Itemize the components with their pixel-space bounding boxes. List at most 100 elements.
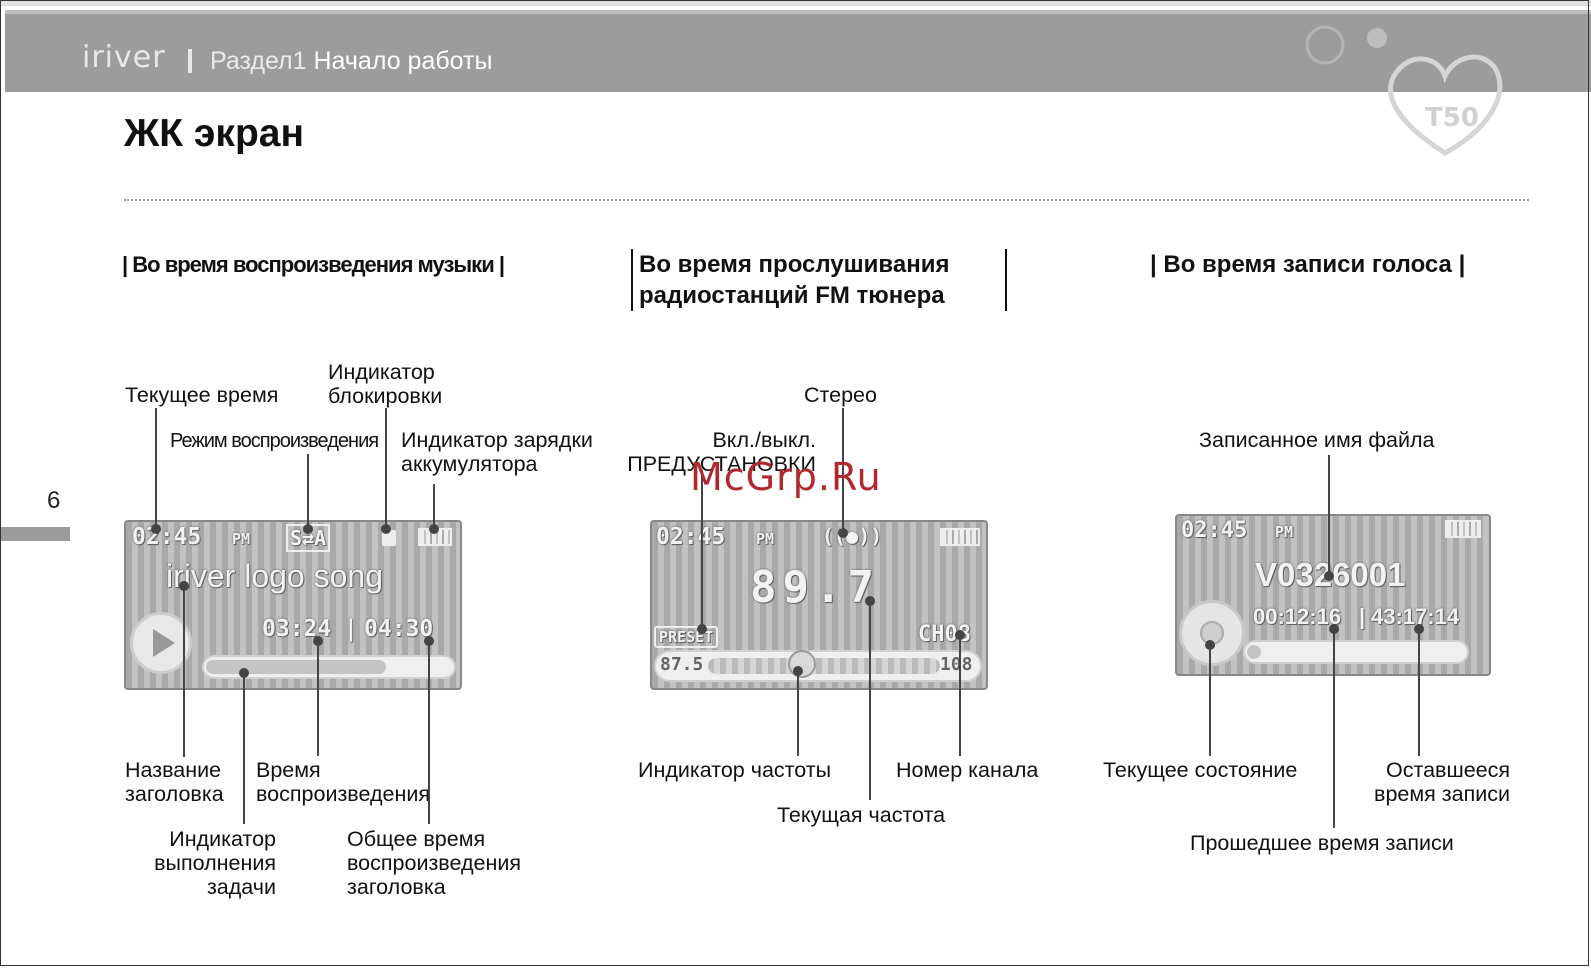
fm-min-freq: 87.5 bbox=[660, 654, 704, 675]
top-strip bbox=[0, 0, 1591, 6]
watermark: McGrp.Ru bbox=[690, 455, 882, 499]
leader-dot bbox=[1324, 571, 1334, 581]
section-number: Раздел1 bbox=[210, 47, 307, 75]
voice-subtitle-text: Во время записи голоса bbox=[1163, 251, 1452, 278]
label-lock-line2: блокировки bbox=[328, 384, 443, 408]
voice-subtitle: | Во время записи голоса | bbox=[1150, 251, 1466, 278]
leader-dot bbox=[239, 668, 249, 678]
model-name: T50 bbox=[1425, 103, 1479, 133]
header-divider bbox=[188, 49, 192, 73]
label-play-time-line2: воспроизведения bbox=[256, 782, 431, 806]
fm-ampm: PM bbox=[756, 530, 775, 548]
play-icon bbox=[130, 612, 192, 674]
leader-dot bbox=[955, 630, 965, 640]
leader-current-frequency bbox=[869, 600, 871, 800]
label-preset-line2: ПРЕДУСТАНОВКИ bbox=[627, 452, 816, 476]
record-time-divider: | bbox=[1359, 604, 1366, 629]
page-number-tab bbox=[0, 527, 70, 541]
music-clock: 02:45 bbox=[132, 524, 202, 550]
fm-subtitle-line1: Во время прослушивания bbox=[639, 251, 950, 278]
fm-tuning-track bbox=[708, 658, 940, 674]
page-header bbox=[5, 10, 1591, 92]
leader-dot bbox=[1329, 624, 1339, 634]
fm-battery-icon bbox=[940, 528, 980, 546]
record-elapsed: 00:12:16 bbox=[1253, 604, 1342, 629]
music-subtitle-text: Во время воспроизведения музыки bbox=[132, 252, 494, 277]
leader-progress bbox=[243, 672, 245, 824]
leader-dot bbox=[313, 636, 323, 646]
label-play-mode: Режим воспроизведения bbox=[170, 430, 379, 452]
leader-dot bbox=[429, 524, 439, 534]
label-remaining-line1: Оставшееся bbox=[1385, 758, 1510, 782]
fm-max-freq: 108 bbox=[940, 654, 973, 675]
dotted-divider bbox=[124, 199, 1529, 201]
label-total-time-line2: воспроизведения bbox=[347, 851, 522, 875]
leader-dot bbox=[865, 596, 875, 606]
song-title: iriver logo song bbox=[166, 558, 383, 594]
label-total-time-line1: Общее время bbox=[347, 827, 486, 851]
label-remaining-line2: время записи bbox=[1374, 782, 1510, 806]
label-play-time-line1: Время bbox=[256, 758, 321, 782]
label-progress-line1: Индикатор bbox=[169, 827, 276, 851]
label-preset-line1: Вкл./выкл. bbox=[712, 428, 816, 452]
record-progress-fill bbox=[1247, 645, 1261, 659]
leader-freq-indicator bbox=[797, 670, 799, 756]
label-total-time-line3: заголовка bbox=[347, 875, 446, 899]
leader-play-time bbox=[317, 640, 319, 756]
fm-lcd-screen: 02:45 PM ((●)) 89.7 PRESET CH08 87.5 108 bbox=[650, 520, 988, 690]
label-preset: Вкл./выкл.ПРЕДУСТАНОВКИ bbox=[622, 428, 816, 476]
fm-tuning-bar: 87.5 108 bbox=[654, 650, 982, 682]
leader-title-name bbox=[183, 585, 185, 757]
leader-dot bbox=[151, 524, 161, 534]
fm-clock: 02:45 bbox=[656, 524, 726, 550]
label-current-frequency: Текущая частота bbox=[777, 803, 946, 827]
fm-frequency: 89.7 bbox=[750, 562, 880, 613]
voice-lcd-screen: 02:45 PM V0326001 00:12:16 | 43:17:14 bbox=[1175, 514, 1491, 676]
label-current-status: Текущее состояние bbox=[1103, 758, 1298, 782]
section-heading: Раздел1 Начало работы bbox=[210, 47, 492, 76]
leader-dot bbox=[381, 524, 391, 534]
leader-lock bbox=[385, 408, 387, 528]
label-progress-line2: выполнения bbox=[154, 851, 276, 875]
label-battery-line1: Индикатор зарядки bbox=[401, 428, 593, 452]
leader-channel-number bbox=[959, 634, 961, 756]
label-channel-number: Номер канала bbox=[896, 758, 1039, 782]
leader-dot bbox=[838, 528, 848, 538]
music-progress-fill bbox=[206, 660, 386, 674]
label-stereo: Стерео bbox=[804, 383, 877, 407]
record-status-icon bbox=[1179, 600, 1245, 666]
label-freq-indicator: Индикатор частоты bbox=[638, 758, 832, 782]
total-time: 04:30 bbox=[364, 616, 434, 642]
leader-dot bbox=[303, 524, 313, 534]
label-title-name-line1: Название bbox=[125, 758, 222, 782]
leader-filename bbox=[1328, 455, 1330, 575]
time-divider: | bbox=[344, 616, 358, 642]
leader-elapsed-time bbox=[1333, 628, 1335, 828]
leader-dot bbox=[1414, 624, 1424, 634]
label-battery-line2: аккумулятора bbox=[401, 452, 538, 476]
leader-dot bbox=[697, 624, 707, 634]
brand-logo: iriver bbox=[82, 40, 166, 75]
label-title-name-line2: заголовка bbox=[125, 782, 224, 806]
label-elapsed-time: Прошедшее время записи bbox=[1190, 831, 1454, 855]
stereo-icon: ((●)) bbox=[822, 524, 883, 548]
label-filename: Записанное имя файла bbox=[1199, 428, 1435, 452]
record-progress-bar bbox=[1243, 640, 1469, 664]
page-title: ЖК экран bbox=[124, 112, 305, 155]
leader-preset bbox=[701, 470, 703, 628]
leader-dot bbox=[179, 581, 189, 591]
leader-dot bbox=[793, 666, 803, 676]
lock-icon bbox=[382, 530, 396, 546]
preset-badge: PRESET bbox=[654, 626, 719, 648]
page-number: 6 bbox=[47, 487, 61, 514]
t50-heart-logo: T50 bbox=[1305, 25, 1503, 156]
label-current-time: Текущее время bbox=[125, 383, 279, 407]
music-lcd-screen: 02:45 PM S⇄A iriver logo song 03:24 | 04… bbox=[124, 520, 462, 690]
